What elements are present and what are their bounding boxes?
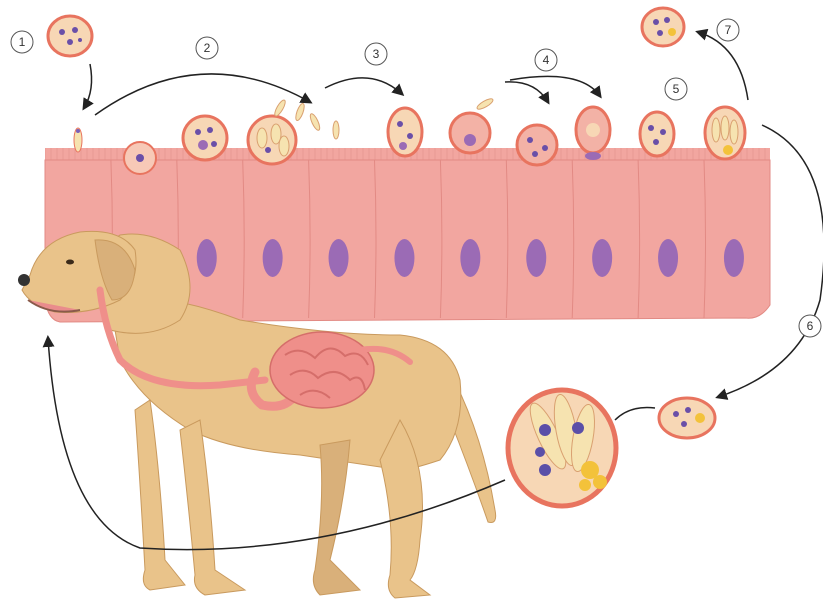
arrow-step-4a — [505, 82, 548, 102]
second-schizont-icon — [388, 108, 422, 156]
sporozoite-icon — [74, 128, 82, 152]
cell-nucleus — [724, 239, 744, 277]
svg-text:1: 1 — [19, 35, 26, 49]
svg-text:4: 4 — [543, 53, 550, 67]
arrow-step-1 — [84, 64, 92, 108]
developing-oocyst-icon — [705, 107, 745, 159]
arrow-step-3 — [325, 78, 402, 94]
arrow-oocyst-link — [615, 408, 655, 421]
step-label-3: 3 — [365, 43, 387, 65]
intestine-coil — [270, 332, 374, 408]
step-label-5: 5 — [665, 78, 687, 100]
cell-nucleus — [394, 239, 414, 277]
step-label-4: 4 — [535, 49, 557, 71]
cell-nucleus — [263, 239, 283, 277]
step-label-6: 6 — [799, 315, 821, 337]
environmental-oocyst-icon — [659, 398, 715, 438]
svg-text:6: 6 — [807, 319, 814, 333]
svg-text:7: 7 — [725, 23, 732, 37]
ingested-oocyst-icon — [48, 16, 92, 56]
schizont-icon — [183, 116, 227, 160]
svg-text:3: 3 — [373, 47, 380, 61]
mature-schizont-icon — [248, 116, 296, 164]
released-oocyst-icon — [642, 8, 684, 46]
step-label-1: 1 — [11, 31, 33, 53]
trophozoite-icon — [124, 142, 156, 174]
cell-nucleus — [460, 239, 480, 277]
macrogamont-icon — [517, 125, 557, 165]
step-label-2: 2 — [196, 37, 218, 59]
cell-nucleus — [197, 239, 217, 277]
arrow-step-4b — [510, 76, 600, 96]
third-schizont-icon — [450, 97, 494, 153]
arrow-step-7 — [698, 32, 748, 100]
cell-nucleus — [329, 239, 349, 277]
zygote-icon — [640, 112, 674, 156]
svg-text:5: 5 — [673, 82, 680, 96]
cell-nucleus — [526, 239, 546, 277]
step-label-7: 7 — [717, 19, 739, 41]
cell-nucleus — [592, 239, 612, 277]
cell-nucleus — [658, 239, 678, 277]
sporulated-oocyst-icon — [508, 390, 616, 506]
svg-text:2: 2 — [204, 41, 211, 55]
